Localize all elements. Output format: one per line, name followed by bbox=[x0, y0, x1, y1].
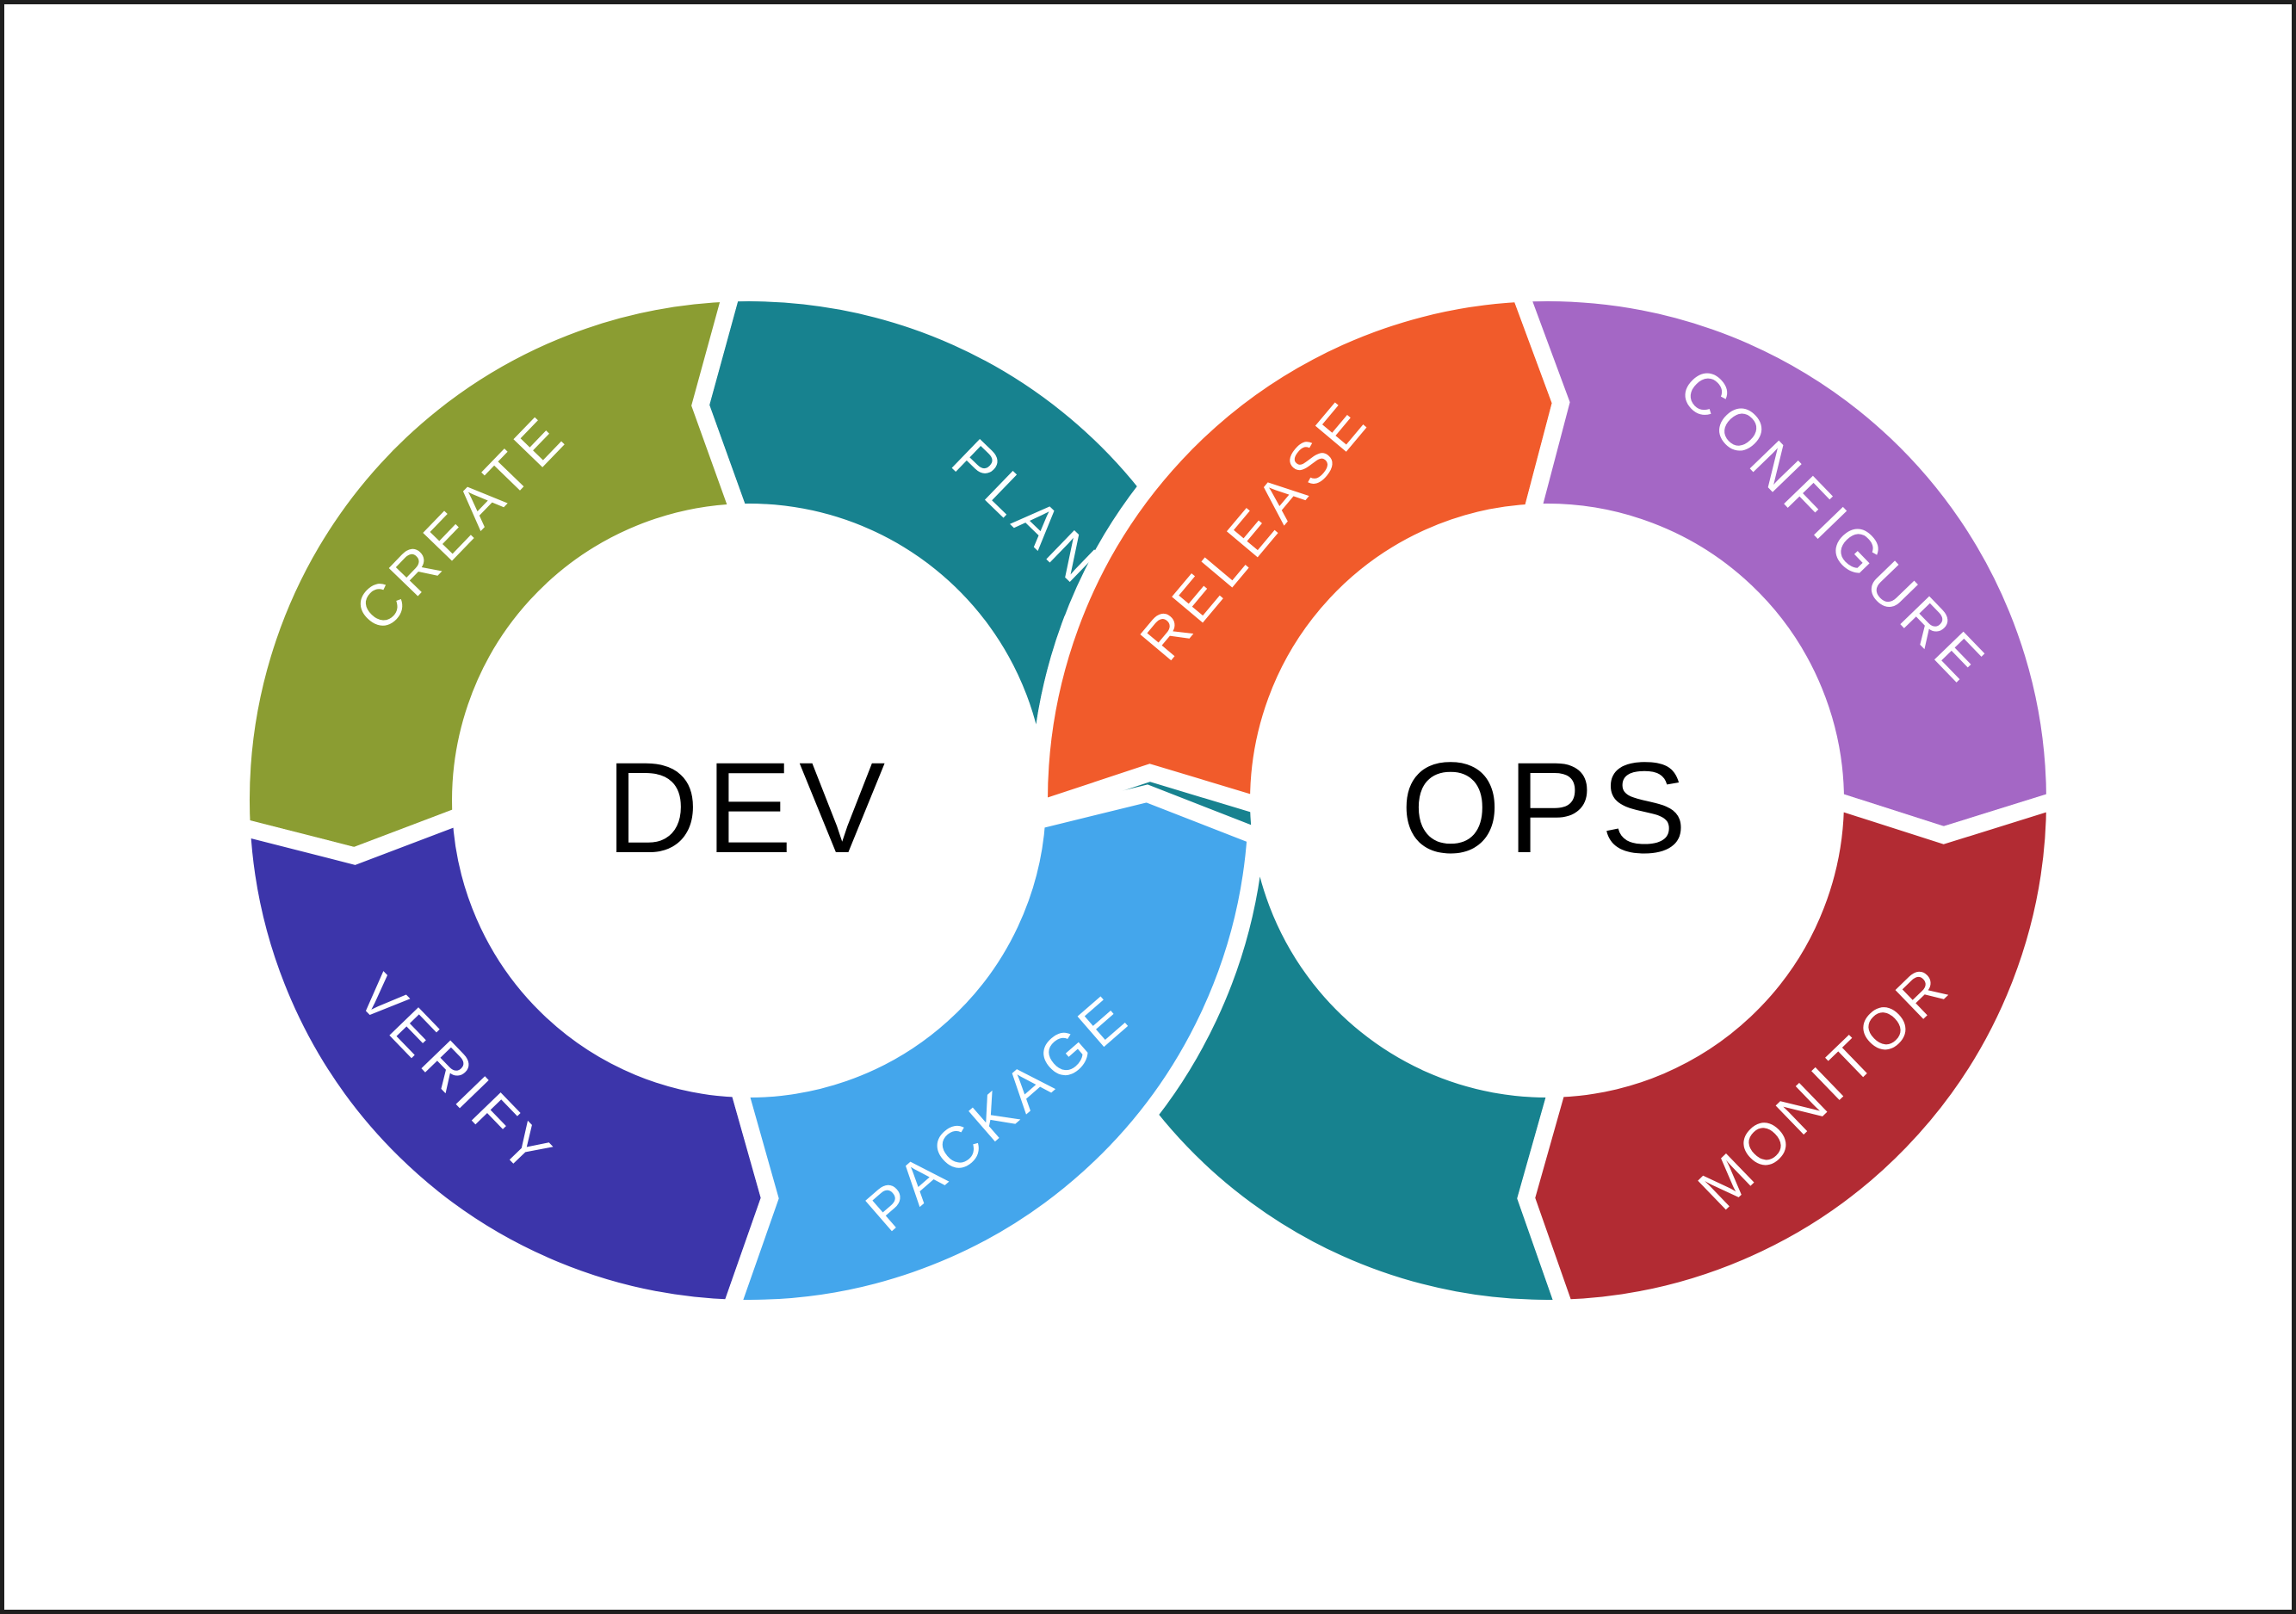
segment-package bbox=[719, 784, 1266, 1317]
segment-verify bbox=[232, 803, 779, 1317]
segment-monitor bbox=[1517, 788, 2064, 1317]
segment-release bbox=[1030, 284, 1570, 822]
dev-label: DEV bbox=[606, 735, 892, 880]
segment-configure bbox=[1508, 284, 2064, 844]
ops-label: OPS bbox=[1401, 735, 1694, 880]
segment-create bbox=[232, 283, 752, 865]
